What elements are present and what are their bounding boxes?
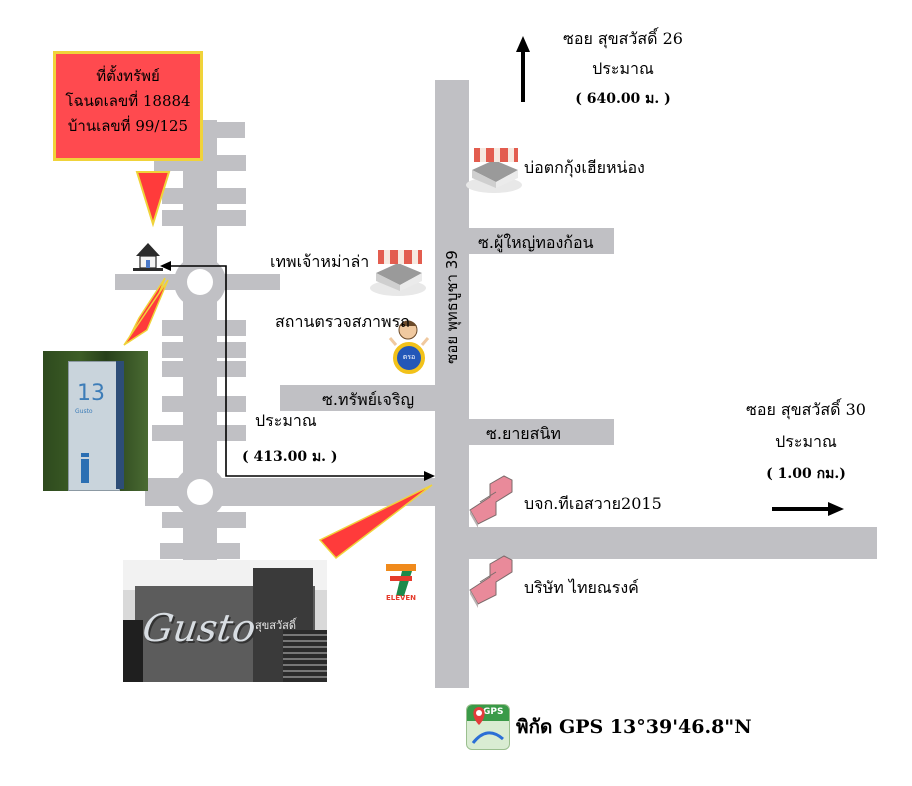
north-arrow — [516, 36, 530, 52]
local-soi-branch — [162, 342, 246, 358]
property-callout: ที่ตั้งทรัพย์ โฉนดเลขที่ 18884 บ้านเลขที… — [53, 51, 203, 161]
local-soi-branch — [162, 512, 246, 528]
landmark-company2: บริษัท ไทยณรงค์ — [524, 578, 639, 597]
street-label-pu-yai: ซ.ผู้ใหญ่ทองก้อน — [478, 233, 594, 252]
gusto-sign-word: Gusto — [75, 408, 93, 415]
factory-icon-2 — [469, 555, 513, 608]
local-soi-branch — [162, 361, 246, 377]
local-soi-branch — [152, 425, 246, 441]
gps-icon-text: GPS — [483, 707, 504, 717]
local-soi-branch — [162, 396, 246, 412]
local-soi-branch — [162, 320, 246, 336]
local-approx: ประมาณ — [255, 411, 317, 430]
north-distance: ซอย สุขสวัสดิ์ 26 ประมาณ ( 640.00 ม. ) — [548, 24, 698, 114]
north-distance-value: ( 640.00 ม. ) — [575, 91, 671, 107]
photo-arrow-sign-tip — [123, 279, 169, 346]
route-arrow-start — [424, 471, 435, 481]
callout-title: ที่ตั้งทรัพย์ — [96, 67, 160, 85]
shop-icon-shrimp-pond — [466, 148, 522, 193]
seven-eleven-text: ELEVEN — [385, 594, 417, 602]
inspection-mascot-icon — [388, 320, 430, 374]
gps-coordinates: พิกัด GPS 13°39'46.8"N — [516, 716, 752, 738]
east-approx: ประมาณ — [775, 432, 837, 451]
north-soi-name: ซอย สุขสวัสดิ์ 26 — [563, 29, 683, 48]
gusto-sign-number: 13 — [77, 381, 105, 406]
route-line — [168, 265, 429, 477]
seven-eleven-logo: ELEVEN — [384, 562, 418, 608]
main-road-label: ซอย พุทธบูชา 39 — [443, 250, 461, 364]
factory-icon-1 — [469, 475, 513, 528]
local-soi-branch — [162, 188, 246, 204]
east-arrow — [828, 502, 844, 516]
landmark-inspection: สถานตรวจสภาพรถ — [275, 312, 410, 331]
local-soi-branch — [162, 210, 246, 226]
shop-icon-shrine — [370, 250, 426, 296]
road-sap-charoen — [280, 385, 435, 411]
callout-pointer — [135, 171, 171, 228]
east-distance: ซอย สุขสวัสดิ์ 30 ประมาณ ( 1.00 กม.) — [726, 394, 886, 490]
main-road-horizontal-east — [435, 527, 877, 559]
road-pu-yai — [469, 228, 614, 254]
landmark-shrine: เทพเจ้าหม่าล่า — [270, 252, 370, 271]
callout-house-number: บ้านเลขที่ 99/125 — [67, 117, 189, 135]
street-label-sap-charoen: ซ.ทรัพย์เจริญ — [322, 390, 415, 409]
photo-gusto-sign: 13 Gusto — [43, 351, 148, 491]
gusto-building-word: Gusto — [139, 606, 259, 650]
east-distance-value: ( 1.00 กม.) — [766, 466, 846, 482]
local-distance-value: ( 413.00 ม. ) — [242, 449, 338, 465]
inspection-badge-text: ตรอ — [402, 353, 416, 361]
callout-deed: โฉนดเลขที่ 18884 — [65, 92, 191, 110]
main-road-vertical — [435, 80, 469, 688]
street-label-yai-sanit: ซ.ยายสนิท — [486, 424, 561, 443]
landmark-company1: บจก.ทีเอสวาย2015 — [524, 494, 662, 513]
road-yai-sanit — [469, 419, 614, 445]
photo-arrow-building — [318, 484, 433, 560]
north-approx: ประมาณ — [592, 59, 654, 78]
house-icon — [133, 243, 163, 271]
route-arrow-end — [160, 261, 171, 271]
gusto-building-thai: สุขสวัสดิ์ — [255, 619, 296, 632]
east-soi-name: ซอย สุขสวัสดิ์ 30 — [746, 400, 866, 419]
gps-icon: GPS — [466, 704, 510, 750]
landmark-shrimp-pond: บ่อตกกุ้งเฮียหน่อง — [524, 158, 645, 177]
local-soi-bottom — [160, 543, 240, 559]
photo-gusto-building: Gusto สุขสวัสดิ์ — [123, 560, 327, 682]
